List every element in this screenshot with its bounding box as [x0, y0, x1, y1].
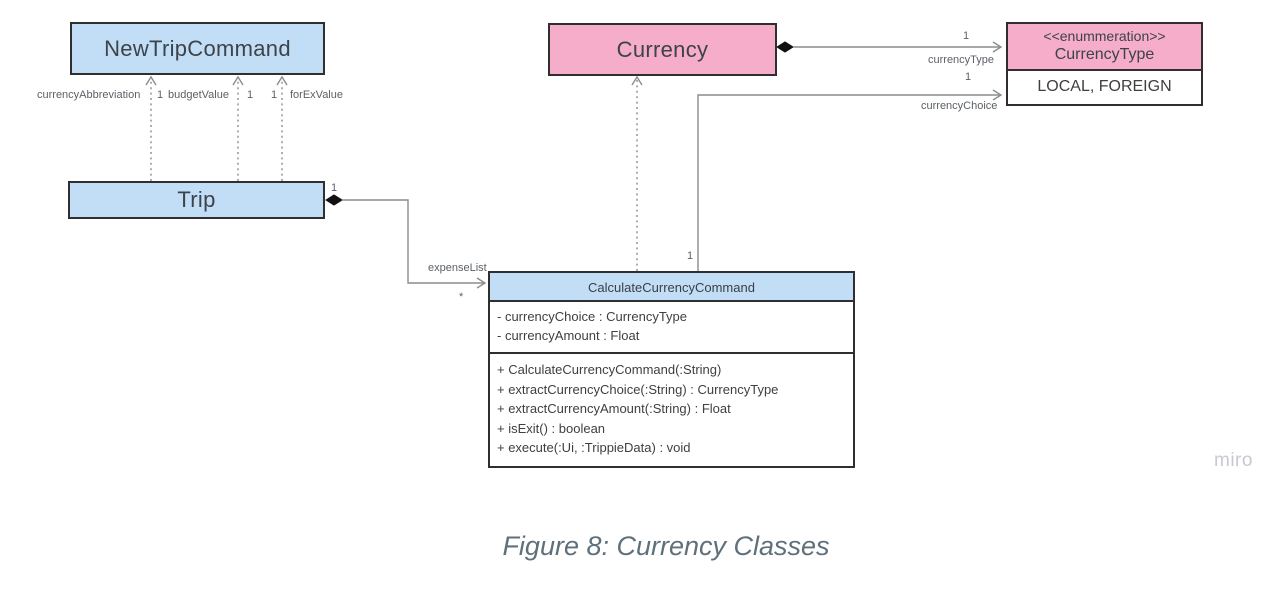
class-currency: Currency: [548, 23, 777, 76]
method-line: + extractCurrencyChoice(:String) : Curre…: [497, 381, 779, 397]
class-calculate-currency-command: CalculateCurrencyCommand - currencyChoic…: [488, 271, 855, 468]
method-line: + execute(:Ui, :TrippieData) : void: [497, 440, 691, 455]
association-edge-currency-choice: [697, 89, 1003, 271]
edge-label-expense-list: expenseList: [428, 262, 487, 274]
dependency-arrow-budget-value: [232, 75, 244, 181]
multiplicity-label: 1: [157, 89, 164, 101]
class-name: CalculateCurrencyCommand: [490, 273, 853, 302]
class-name: Trip: [177, 187, 216, 212]
composition-edge-currency-type: [776, 41, 1003, 53]
class-trip: Trip: [68, 181, 325, 219]
figure-caption: Figure 8: Currency Classes: [502, 531, 830, 561]
attributes-compartment: - currencyChoice : CurrencyType - curren…: [490, 302, 853, 354]
edge-label-currency-type: currencyType: [928, 54, 995, 66]
edge-label-currency-abbreviation: currencyAbbreviation: [37, 89, 141, 101]
attribute-line: - currencyChoice : CurrencyType: [497, 309, 688, 324]
multiplicity-label: 1: [247, 89, 254, 101]
enum-literals: LOCAL, FOREIGN: [1037, 78, 1172, 95]
class-name: Currency: [616, 36, 709, 62]
attribute-line: - currencyAmount : Float: [497, 328, 640, 343]
composition-edge-expense-list: [325, 194, 487, 289]
edge-label-budget-value: budgetValue: [168, 89, 229, 101]
class-header: <<enummeration>> CurrencyType: [1008, 24, 1201, 71]
multiplicity-label-calc: 1: [687, 250, 694, 262]
edge-label-currency-choice: currencyChoice: [921, 100, 998, 112]
multiplicity-label-trip: 1: [331, 182, 338, 194]
class-name: NewTripCommand: [104, 35, 291, 61]
method-line: + extractCurrencyAmount(:String) : Float: [497, 401, 731, 416]
dependency-arrow-currency: [631, 75, 643, 271]
stereotype-label: <<enummeration>>: [1043, 28, 1166, 44]
multiplicity-label: 1: [271, 89, 278, 101]
multiplicity-label-expense-list: *: [459, 291, 464, 303]
edge-label-forex-value: forExValue: [290, 89, 343, 101]
class-name: CurrencyType: [1054, 46, 1155, 63]
dependency-arrow-currency-abbreviation: [145, 75, 157, 181]
class-new-trip-command: NewTripCommand: [70, 22, 325, 75]
method-line: + CalculateCurrencyCommand(:String): [497, 362, 722, 377]
class-currency-type: <<enummeration>> CurrencyType LOCAL, FOR…: [1006, 22, 1203, 106]
method-line: + isExit() : boolean: [497, 420, 606, 436]
methods-compartment: + CalculateCurrencyCommand(:String) + ex…: [490, 354, 853, 466]
multiplicity-label-currency-choice: 1: [965, 71, 972, 83]
dependency-arrow-forex-value: [276, 75, 288, 181]
miro-watermark: miro: [1214, 450, 1253, 471]
multiplicity-label-currency-type: 1: [963, 30, 970, 42]
